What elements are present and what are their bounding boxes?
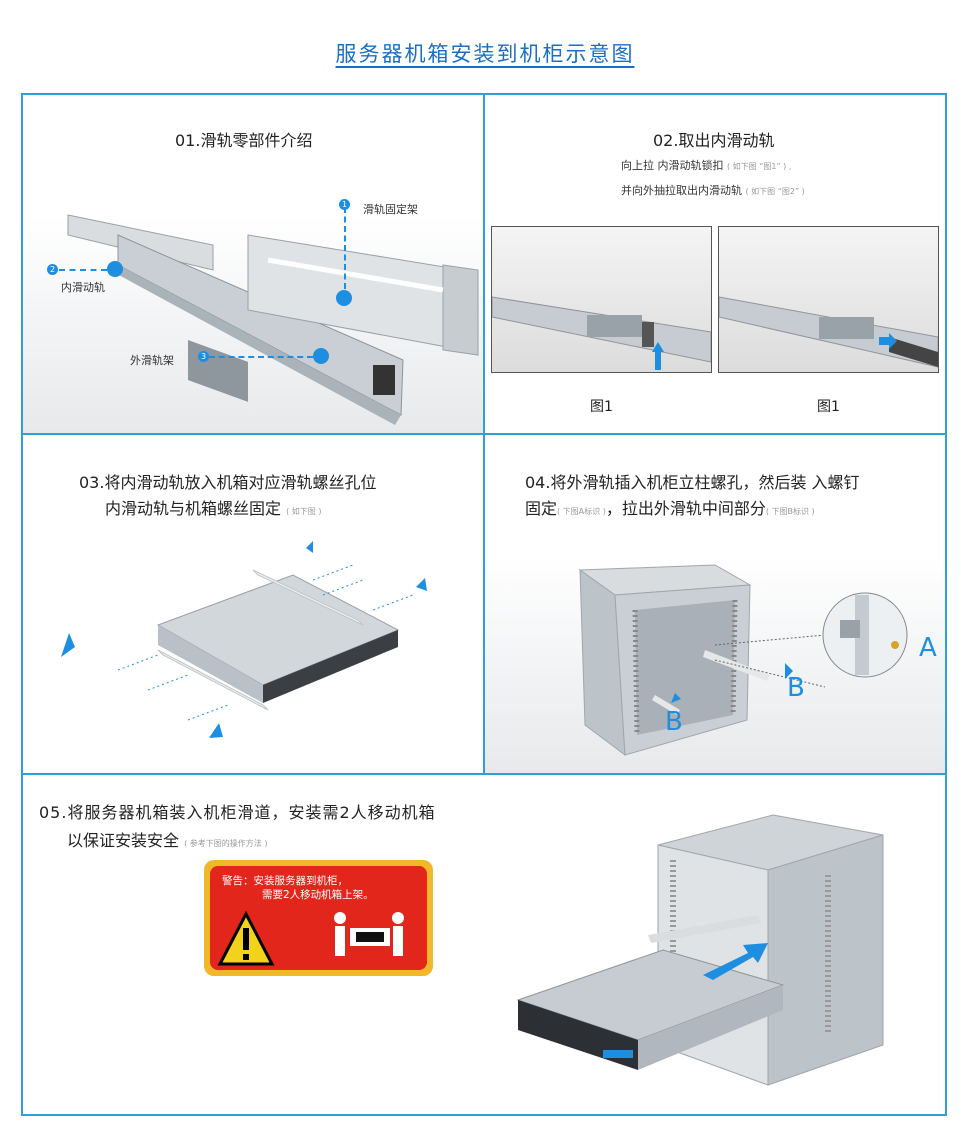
step4-note-a: ( 下图A标识 ) (557, 507, 606, 516)
marker-b-left: B (665, 707, 683, 737)
callout-label-2: 内滑动轨 (61, 281, 105, 294)
divider-row2 (21, 773, 947, 775)
step2-line2-main: 并向外抽拉取出内滑动轨 (621, 184, 742, 197)
callout-num-3: 3 (198, 351, 209, 362)
figure-2-caption: 图1 (817, 399, 840, 415)
step2-heading: 02.取出内滑动轨 (653, 131, 775, 150)
step4-heading-2b: ，拉出外滑轨中间部分 (605, 499, 766, 518)
step5-heading-2-main: 以保证安装安全 (67, 831, 180, 850)
figure-1-photo (491, 226, 712, 373)
callout-label-3: 外滑轨架 (130, 354, 174, 367)
step5-heading-2: 以保证安装安全 ( 参考下图的操作方法 ) (67, 827, 267, 851)
warning-illustration (217, 910, 404, 966)
step2-line1-main: 向上拉 内滑动轨锁扣 (621, 159, 724, 172)
warning-text: 警告：安装服务器到机柜， 需要2人移动机箱上架。 (222, 874, 374, 902)
rail-parts-illustration (67, 214, 479, 425)
figure-2-photo (718, 226, 939, 373)
step1-heading: 01.滑轨零部件介绍 (175, 131, 313, 150)
step3-heading-2-note: ( 如下图 ) (286, 507, 322, 516)
step1-panel: 01.滑轨零部件介绍 1 滑轨固定架 2 内滑动轨 3 外滑轨架 (23, 95, 483, 433)
step3-heading-1: 03.将内滑动轨放入机箱对应滑轨螺丝孔位 (79, 473, 377, 492)
callout-dot-3 (313, 348, 329, 364)
rack-rail-illustration (578, 564, 908, 757)
callout-num-2: 2 (47, 264, 58, 275)
step3-heading-2: 内滑动轨与机箱螺丝固定 ( 如下图 ) (105, 495, 321, 519)
warning-line-2: 需要2人移动机箱上架。 (262, 889, 374, 901)
callout-line-1 (344, 207, 346, 289)
warning-line-1: 警告：安装服务器到机柜， (222, 875, 348, 887)
step4-heading-2a: 固定 (525, 499, 558, 518)
step2-panel: 02.取出内滑动轨 向上拉 内滑动轨锁扣 ( 如下图 “图1” ) , 并向外抽… (485, 95, 945, 433)
step5-heading-1: 05.将服务器机箱装入机柜滑道，安装需2人移动机箱 (39, 803, 436, 822)
callout-label-1: 滑轨固定架 (363, 203, 418, 216)
step5-heading-2-note: ( 参考下图的操作方法 ) (184, 839, 268, 848)
step2-instruction-2: 并向外抽拉取出内滑动轨 ( 如下图 “图2” ) (621, 182, 805, 198)
step3-panel: 03.将内滑动轨放入机箱对应滑轨螺丝孔位 内滑动轨与机箱螺丝固定 ( 如下图 ) (23, 435, 483, 773)
marker-a: A (919, 633, 937, 663)
figure-1-caption: 图1 (590, 399, 613, 415)
step3-heading-2-main: 内滑动轨与机箱螺丝固定 (105, 499, 282, 518)
step4-panel: 04.将外滑轨插入机柜立柱螺孔，然后装 入螺钉 固定( 下图A标识 )，拉出外滑… (485, 435, 945, 773)
callout-num-1: 1 (339, 199, 350, 210)
divider-row1 (21, 433, 947, 435)
marker-b-right: B (787, 673, 805, 703)
callout-line-3 (209, 356, 313, 358)
step2-instruction-1: 向上拉 内滑动轨锁扣 ( 如下图 “图1” ) , (621, 157, 791, 173)
step4-note-b: ( 下图B标识 ) (765, 507, 815, 516)
step5-panel: 05.将服务器机箱装入机柜滑道，安装需2人移动机箱 以保证安装安全 ( 参考下图… (23, 775, 945, 1114)
callout-dot-2 (107, 261, 123, 277)
callout-line-2 (59, 269, 107, 271)
step4-heading-1: 04.将外滑轨插入机柜立柱螺孔，然后装 入螺钉 (525, 473, 860, 492)
page-title: 服务器机箱安装到机柜示意图 (335, 42, 635, 66)
step2-line2-note: ( 如下图 “图2” ) (745, 187, 805, 196)
rack-install-illustration (516, 814, 884, 1086)
chassis-rail-illustration (61, 541, 427, 738)
callout-dot-1 (336, 290, 352, 306)
step4-heading-2: 固定( 下图A标识 )，拉出外滑轨中间部分( 下图B标识 ) (525, 495, 815, 519)
warning-sign: 警告：安装服务器到机柜， 需要2人移动机箱上架。 (204, 860, 433, 976)
step2-line1-note: ( 如下图 “图1” ) , (727, 162, 792, 171)
